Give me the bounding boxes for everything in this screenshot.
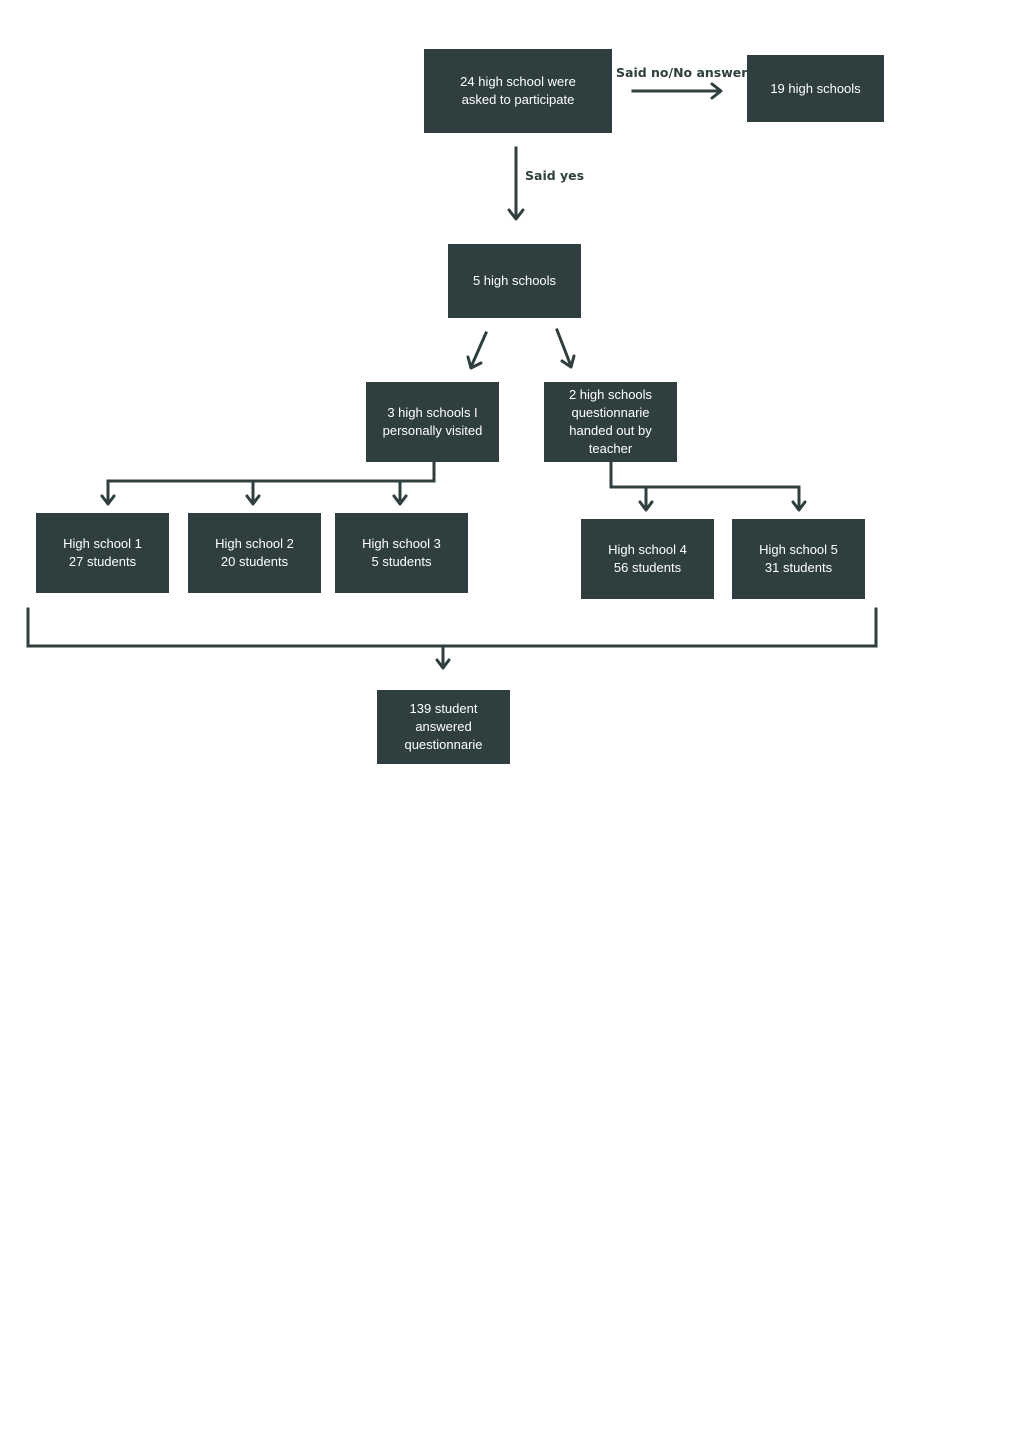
node-high-school-2: High school 2 20 students [188, 513, 321, 593]
node-asked-to-participate: 24 high school were asked to participate [424, 49, 612, 133]
node-line: 24 high school were [460, 74, 576, 89]
node-line: High school 1 [63, 536, 142, 551]
node-line: answered [415, 719, 472, 734]
node-line: 20 students [220, 554, 289, 569]
node-declined-schools: 19 high schools [747, 55, 884, 122]
node-line: 2 high schools [568, 387, 653, 402]
node-line: High school 2 [215, 536, 294, 551]
node-line: 139 student [409, 701, 478, 716]
node-line: High school 4 [608, 542, 687, 557]
node-high-school-3: High school 3 5 students [335, 513, 468, 593]
arrow-accepted-to-teacher [555, 328, 576, 369]
connector-bracket-to-total [26, 607, 878, 670]
node-line: 31 students [764, 560, 833, 575]
node-line: questionnarie [571, 405, 650, 420]
connector-visited-to-schools [100, 460, 436, 506]
arrow-accepted-to-visited [466, 331, 488, 370]
node-line: 5 high schools [472, 273, 557, 288]
node-line: 5 students [371, 554, 432, 569]
node-personally-visited: 3 high schools I personally visited [366, 382, 499, 462]
node-line: 19 high schools [770, 80, 861, 96]
node-line: teacher [588, 441, 633, 456]
node-line: 3 high schools I [387, 405, 478, 420]
arrow-asked-to-accepted [507, 146, 525, 221]
node-line: High school 5 [759, 542, 838, 557]
node-high-school-4: High school 4 56 students [581, 519, 714, 599]
node-accepted-schools: 5 high schools [448, 244, 581, 318]
edge-label-said-no: Said no/No answer [616, 65, 748, 80]
edge-label-said-yes: Said yes [525, 168, 585, 183]
arrow-asked-to-declined [631, 82, 723, 100]
node-teacher-handout: 2 high schools questionnarie handed out … [544, 382, 677, 462]
node-line: asked to participate [461, 92, 575, 107]
node-line: questionnarie [404, 737, 483, 752]
node-high-school-5: High school 5 31 students [732, 519, 865, 599]
connector-teacher-to-schools [609, 460, 807, 512]
node-line: 27 students [68, 554, 137, 569]
node-line: handed out by [569, 423, 652, 438]
node-total-answered: 139 student answered questionnarie [377, 690, 510, 764]
node-line: 56 students [613, 560, 682, 575]
node-line: personally visited [382, 423, 483, 438]
node-line: High school 3 [362, 536, 441, 551]
node-high-school-1: High school 1 27 students [36, 513, 169, 593]
